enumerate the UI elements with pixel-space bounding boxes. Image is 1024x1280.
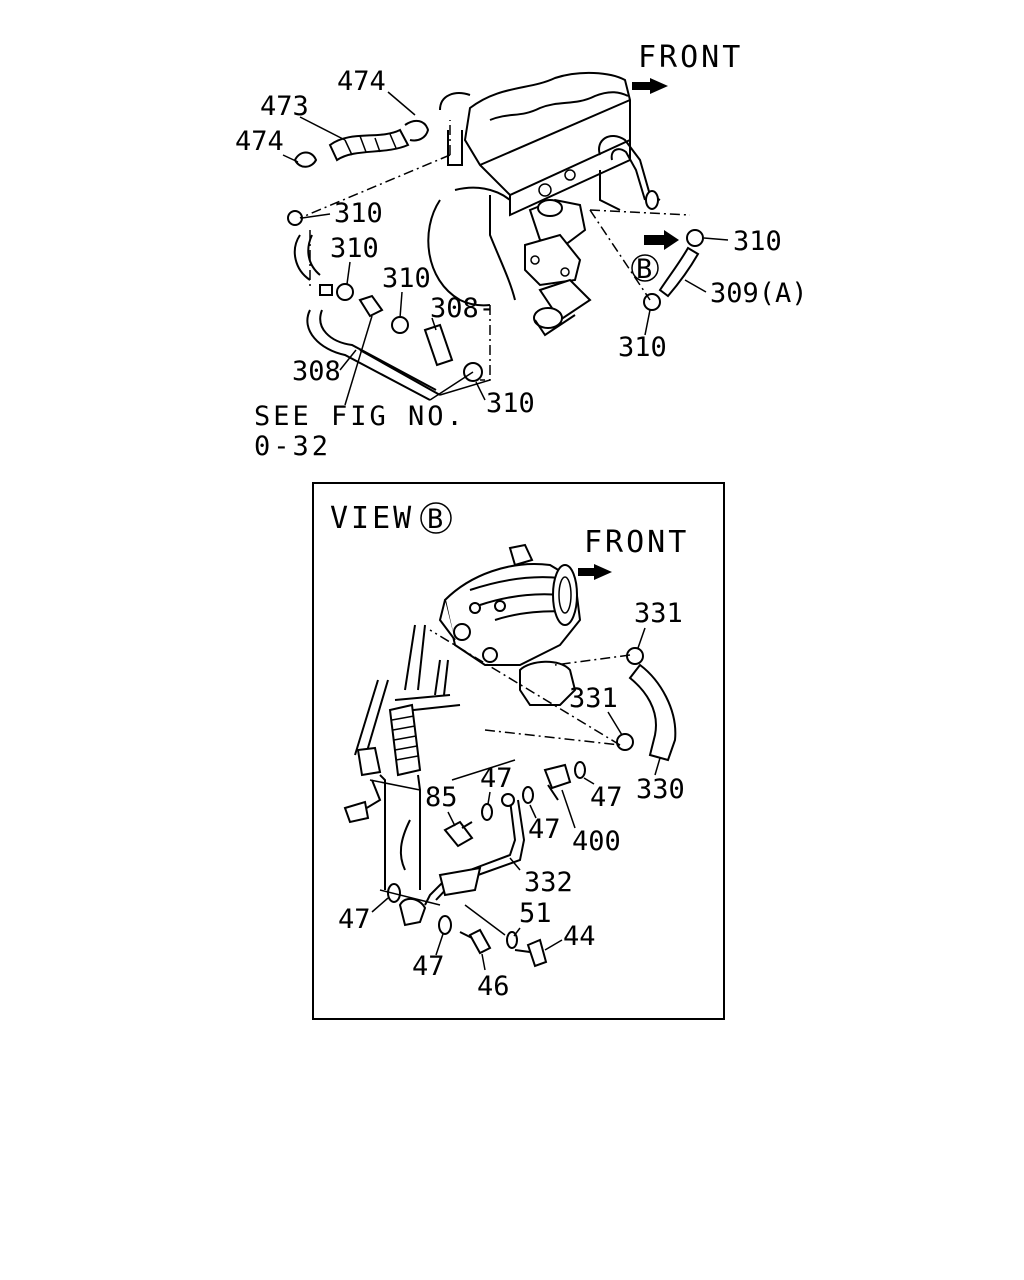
clamp-331-bottom xyxy=(616,733,634,751)
leader-lines-view-b xyxy=(369,629,631,936)
callout-308-left: 308 xyxy=(292,356,341,387)
callout-330: 330 xyxy=(636,774,685,805)
clamp-331-top xyxy=(626,647,644,665)
callout-310-e: 310 xyxy=(733,226,782,257)
engine-block-drawing xyxy=(427,71,661,337)
front-arrow-view-b-icon xyxy=(578,564,612,580)
callout-85: 85 xyxy=(425,782,458,813)
upper-engine-view: FRONT xyxy=(235,40,808,462)
callout-331-bottom: 331 xyxy=(569,683,618,714)
callout-474-top: 474 xyxy=(337,66,386,97)
callout-47-d: 47 xyxy=(338,904,371,935)
see-fig-line2: 0-32 xyxy=(254,431,331,462)
fasteners-drawing xyxy=(387,761,586,968)
callout-308-right: 308- xyxy=(430,293,495,324)
view-b-marker: B xyxy=(427,504,443,535)
callout-47-b: 47 xyxy=(528,814,561,845)
callout-46: 46 xyxy=(477,971,510,1002)
callout-332: 332 xyxy=(524,867,573,898)
callout-474-left: 474 xyxy=(235,126,284,157)
callout-51: 51 xyxy=(519,898,552,929)
front-label-view-b: FRONT xyxy=(584,525,689,560)
callout-44: 44 xyxy=(563,921,596,952)
view-b-title: VIEW xyxy=(330,501,414,536)
callout-47-e: 47 xyxy=(412,951,445,982)
front-label-upper: FRONT xyxy=(638,40,743,75)
hose-473-drawing xyxy=(293,119,430,168)
oil-line-assembly-drawing xyxy=(343,624,526,906)
callout-400: 400 xyxy=(572,826,621,857)
turbocharger-drawing xyxy=(438,543,582,706)
view-b-frame xyxy=(312,482,725,1020)
view-b-panel: VIEW B FRONT xyxy=(312,482,725,1020)
view-b-marker-circle-upper xyxy=(631,254,659,282)
view-b-arrow-icon xyxy=(644,230,679,250)
callout-310-a: 310 xyxy=(334,198,383,229)
callout-47-a: 47 xyxy=(480,763,513,794)
hose-330-drawing xyxy=(628,663,677,762)
view-b-marker-circle xyxy=(420,502,452,534)
view-b-marker-upper: B xyxy=(636,254,652,285)
callout-331-top: 331 xyxy=(634,598,683,629)
front-arrow-icon xyxy=(632,78,668,94)
hose-309a-drawing xyxy=(658,246,700,298)
callout-310-f: 310 xyxy=(618,332,667,363)
callout-309a: 309(A) xyxy=(710,278,808,309)
callout-310-c: 310 xyxy=(382,263,431,294)
leader-lines-upper xyxy=(299,120,691,401)
callout-310-b: 310 xyxy=(330,233,379,264)
see-fig-line1: SEE FIG NO. xyxy=(254,401,466,432)
callout-47-c: 47 xyxy=(590,782,623,813)
callout-310-d: 310 xyxy=(486,388,535,419)
